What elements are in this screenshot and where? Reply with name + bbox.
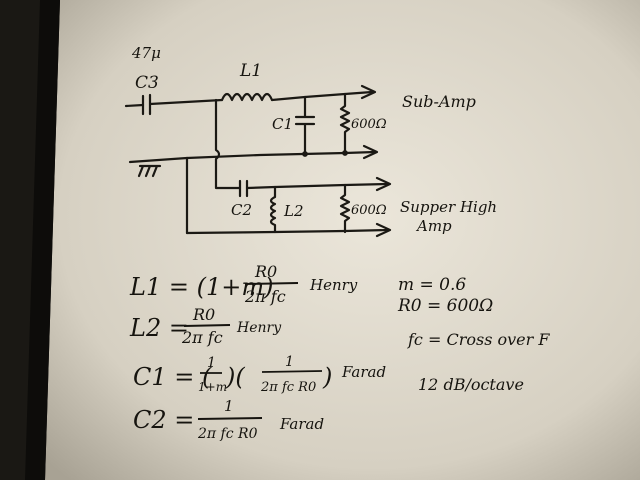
l2-label: L2 bbox=[283, 202, 304, 220]
c3-to-junction-wire bbox=[148, 98, 224, 106]
r-top-label: 600Ω bbox=[351, 117, 387, 132]
formula-c2-lhs: C2 = bbox=[133, 406, 194, 434]
c2-label: C2 bbox=[231, 201, 252, 219]
r-bot-label: 600Ω bbox=[351, 203, 387, 218]
formula-c2-fraction-bar bbox=[197, 417, 263, 420]
l1-inductor bbox=[220, 92, 274, 102]
formula-l1-numerator: R0 bbox=[254, 262, 277, 281]
circuit-labels: 47μ C3 L1 C1 600Ω Sub-Amp C2 L2 600Ω Sup… bbox=[131, 44, 497, 235]
formula-l1-unit: Henry bbox=[309, 276, 358, 294]
formula-block: L1 = (1+m) R0 2π fc Henry L2 = R0 2π fc … bbox=[129, 262, 386, 442]
high-return-arrow bbox=[375, 222, 392, 238]
c3-label: C3 bbox=[135, 73, 159, 93]
junction-dot bbox=[302, 151, 308, 157]
paper-sheet bbox=[45, 0, 640, 480]
ground-feed-wire bbox=[128, 156, 189, 164]
input-wire bbox=[124, 103, 145, 108]
formula-c1-fraction-bar-2 bbox=[261, 370, 323, 373]
high-return-wire bbox=[185, 228, 390, 235]
formula-l2-fraction-bar bbox=[183, 324, 231, 327]
r-top-resistor bbox=[339, 92, 351, 156]
formula-c2-unit: Farad bbox=[279, 415, 324, 433]
param-slope: 12 dB/octave bbox=[418, 375, 524, 394]
formula-c2-denominator: 2π fc R0 bbox=[197, 426, 258, 442]
top-rail-wire bbox=[270, 90, 374, 102]
formula-c1-rhs: ) bbox=[322, 363, 332, 391]
formula-l2-lhs: L2 = bbox=[129, 314, 189, 342]
formula-l2-unit: Henry bbox=[236, 320, 282, 336]
input-value-label: 47μ bbox=[131, 44, 161, 62]
paper-shadow-edge bbox=[25, 0, 60, 480]
formula-c1-unit: Farad bbox=[341, 363, 386, 381]
junction-dot bbox=[342, 150, 348, 156]
formula-l2: L2 = R0 2π fc Henry bbox=[129, 305, 282, 347]
sub-return-arrow bbox=[362, 144, 379, 160]
formula-l1: L1 = (1+m) R0 2π fc Henry bbox=[129, 262, 358, 306]
high-out-arrow bbox=[375, 176, 392, 192]
sub-amp-label: Sub-Amp bbox=[402, 92, 476, 111]
formula-c1-denominator-1: 1+m bbox=[198, 380, 227, 394]
r-bot-resistor bbox=[339, 183, 351, 234]
formula-c1-numerator-1: 1 bbox=[207, 355, 216, 371]
formula-l1-fraction-bar bbox=[244, 282, 299, 285]
high-amp-label-line1: Supper High bbox=[400, 198, 497, 216]
junction-tap-wire bbox=[214, 98, 242, 190]
sub-out-arrow bbox=[360, 84, 377, 100]
formula-c1-numerator-2: 1 bbox=[285, 354, 294, 370]
high-amp-label-line2: Amp bbox=[415, 217, 452, 235]
formula-l2-denominator: 2π fc bbox=[181, 328, 223, 347]
high-top-rail-wire bbox=[245, 182, 390, 190]
formula-c2: C2 = 1 2π fc R0 Farad bbox=[133, 397, 324, 442]
formula-l1-denominator: 2π fc bbox=[244, 287, 286, 306]
c1-label: C1 bbox=[272, 115, 293, 133]
param-r0: R0 = 600Ω bbox=[397, 296, 493, 316]
param-m: m = 0.6 bbox=[398, 275, 466, 295]
param-fc: fc = Cross over F bbox=[407, 330, 550, 349]
formula-c1-denominator-2: 2π fc R0 bbox=[260, 380, 316, 395]
ground-symbol bbox=[137, 164, 162, 178]
formula-c2-numerator: 1 bbox=[224, 397, 234, 415]
formula-c1-mid: )( bbox=[225, 363, 245, 391]
formula-l2-numerator: R0 bbox=[192, 305, 215, 324]
formula-c1-lhs: C1 = ( bbox=[133, 363, 212, 391]
crossover-schematic bbox=[124, 84, 392, 238]
parameter-notes: m = 0.6 R0 = 600Ω fc = Cross over F 12 d… bbox=[397, 275, 550, 394]
formula-c1: C1 = ( 1 1+m )( 1 2π fc R0 ) Farad bbox=[133, 354, 386, 395]
formula-l1-lhs: L1 = (1+m) bbox=[129, 273, 273, 301]
l1-label: L1 bbox=[239, 61, 262, 81]
l2-shunt-inductor bbox=[269, 185, 277, 234]
c1-shunt-capacitor bbox=[294, 95, 316, 156]
